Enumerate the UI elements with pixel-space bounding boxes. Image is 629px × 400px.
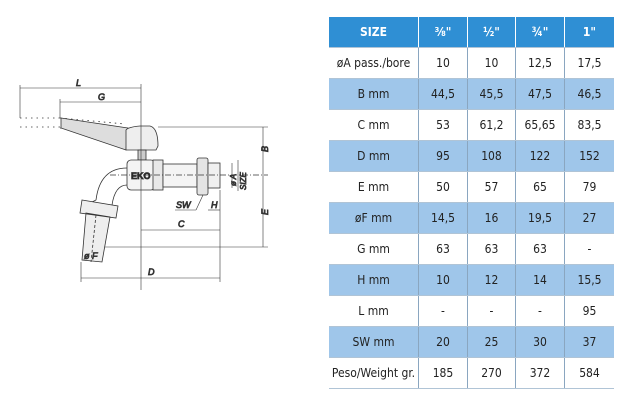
value-cell: 10 bbox=[418, 264, 468, 296]
dim-label-SIZE: SIZE bbox=[239, 172, 248, 190]
value-cell: 185 bbox=[418, 357, 468, 389]
lever-handle bbox=[60, 117, 129, 151]
value-cell: 37 bbox=[564, 326, 614, 358]
value-cell: 63 bbox=[418, 233, 468, 265]
value-cell: 27 bbox=[564, 202, 614, 234]
value-cell: 14,5 bbox=[418, 202, 468, 234]
value-cell: - bbox=[515, 295, 565, 327]
value-cell: 19,5 bbox=[515, 202, 565, 234]
dim-label-E: E bbox=[260, 208, 270, 215]
row-label: øF mm bbox=[329, 202, 419, 234]
header-cell: SIZE bbox=[329, 17, 419, 48]
row-label: C mm bbox=[329, 109, 419, 141]
value-cell: 270 bbox=[467, 357, 516, 389]
header-cell: ⅜" bbox=[418, 17, 468, 48]
value-cell: 46,5 bbox=[564, 78, 614, 110]
row-label: B mm bbox=[329, 78, 419, 110]
row-label: G mm bbox=[329, 233, 419, 265]
row-label: Peso/Weight gr. bbox=[329, 357, 419, 389]
dimension-lines bbox=[19, 84, 268, 290]
value-cell: 61,2 bbox=[467, 109, 516, 141]
dim-label-C: C bbox=[178, 219, 185, 229]
value-cell: 83,5 bbox=[564, 109, 614, 141]
value-cell: 17,5 bbox=[564, 47, 614, 79]
dim-label-G: G bbox=[98, 92, 105, 102]
value-cell: 25 bbox=[467, 326, 516, 358]
value-cell: 122 bbox=[515, 140, 565, 172]
row-label: SW mm bbox=[329, 326, 419, 358]
value-cell: 372 bbox=[515, 357, 565, 389]
dim-label-H: H bbox=[211, 200, 218, 210]
value-cell: 584 bbox=[564, 357, 614, 389]
handle-extended-outline bbox=[20, 117, 126, 134]
row-label: L mm bbox=[329, 295, 419, 327]
value-cell: 65 bbox=[515, 171, 565, 203]
value-cell: 108 bbox=[467, 140, 516, 172]
value-cell: 10 bbox=[467, 47, 516, 79]
value-cell: 30 bbox=[515, 326, 565, 358]
value-cell: 63 bbox=[467, 233, 516, 265]
dim-label-A: ø A bbox=[229, 174, 238, 186]
value-cell: 50 bbox=[418, 171, 468, 203]
elbow-spout bbox=[89, 167, 128, 206]
value-cell: 63 bbox=[515, 233, 565, 265]
value-cell: 57 bbox=[467, 171, 516, 203]
hex-nut bbox=[196, 157, 209, 196]
tap-technical-drawing: EKO L G B E C D SW H ø A SIZE ø F bbox=[19, 78, 270, 290]
table-header-row: SIZE ⅜" ½" ¾" 1" bbox=[329, 17, 614, 48]
value-cell: 10 bbox=[418, 47, 468, 79]
value-cell: 65,65 bbox=[515, 109, 565, 141]
header-cell: 1" bbox=[564, 17, 614, 48]
value-cell: 15,5 bbox=[564, 264, 614, 296]
value-cell: 14 bbox=[515, 264, 565, 296]
value-cell: 44,5 bbox=[418, 78, 468, 110]
value-cell: 12 bbox=[467, 264, 516, 296]
header-cell: ¾" bbox=[515, 17, 565, 48]
value-cell: 152 bbox=[564, 140, 614, 172]
value-cell: - bbox=[564, 233, 614, 265]
dim-label-L: L bbox=[76, 78, 81, 88]
value-cell: 12,5 bbox=[515, 47, 565, 79]
value-cell: 16 bbox=[467, 202, 516, 234]
value-cell: 47,5 bbox=[515, 78, 565, 110]
value-cell: 95 bbox=[564, 295, 614, 327]
value-cell: - bbox=[467, 295, 516, 327]
dim-label-B: B bbox=[260, 146, 270, 152]
hose-fitting bbox=[79, 199, 119, 263]
value-cell: 45,5 bbox=[467, 78, 516, 110]
value-cell: 20 bbox=[418, 326, 468, 358]
valve-cap bbox=[125, 125, 159, 151]
dim-label-D: D bbox=[148, 267, 155, 277]
dim-label-F: ø F bbox=[84, 251, 98, 261]
table-row: L mm---95 bbox=[329, 295, 614, 327]
value-cell: 79 bbox=[564, 171, 614, 203]
header-cell: ½" bbox=[467, 17, 516, 48]
row-label: øA pass./bore bbox=[329, 47, 419, 79]
row-label: H mm bbox=[329, 264, 419, 296]
value-cell: 95 bbox=[418, 140, 468, 172]
value-cell: - bbox=[418, 295, 468, 327]
dim-label-SW: SW bbox=[176, 200, 192, 210]
value-cell: 53 bbox=[418, 109, 468, 141]
row-label: E mm bbox=[329, 171, 419, 203]
row-label: D mm bbox=[329, 140, 419, 172]
